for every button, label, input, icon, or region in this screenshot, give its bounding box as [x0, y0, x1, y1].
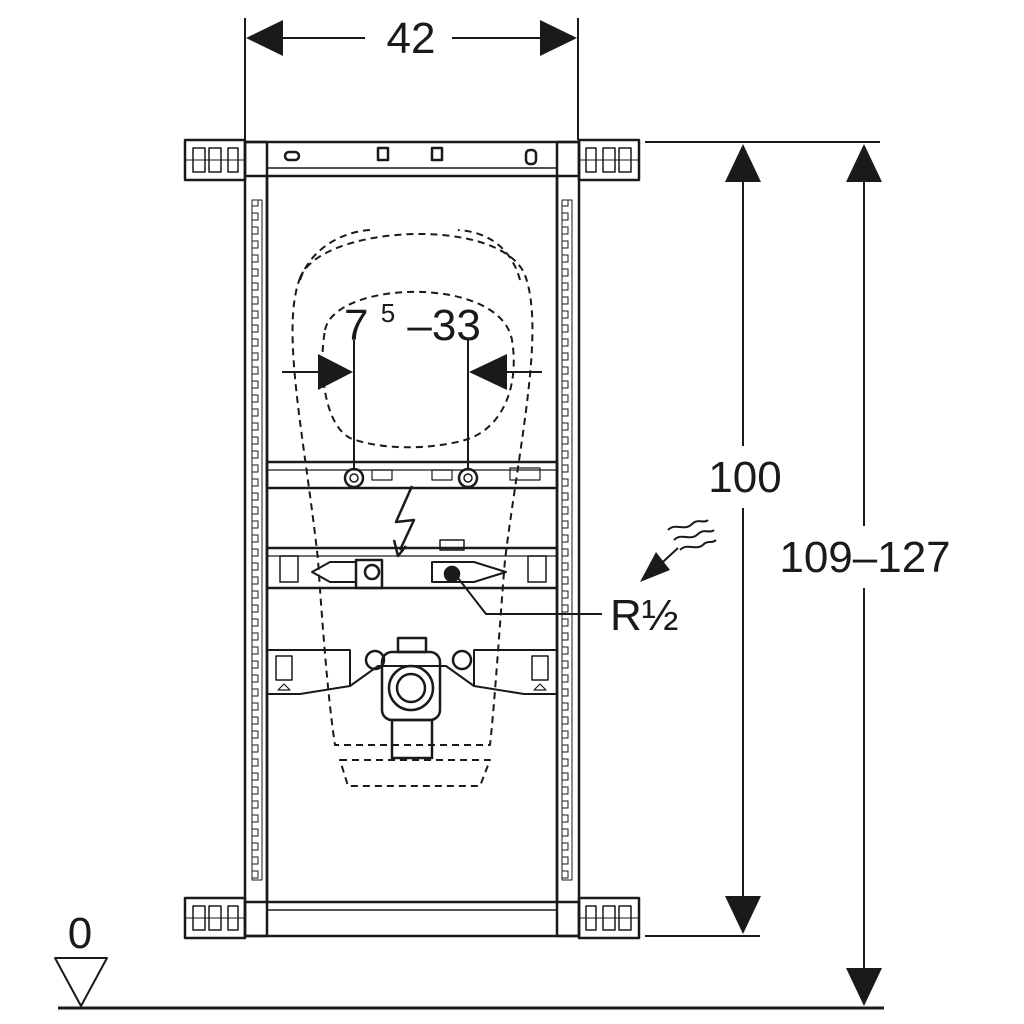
- mounting-feet: [183, 138, 641, 940]
- adjust-base: 7: [344, 301, 368, 350]
- adjust-range: –33: [407, 301, 480, 350]
- adjust-dimension: [282, 340, 542, 470]
- urinal-outline: [291, 229, 534, 787]
- drain-assembly: [267, 636, 557, 760]
- middle-rail: [265, 539, 559, 590]
- upper-rail: [265, 460, 559, 490]
- thread-leader: [457, 577, 602, 615]
- electrical-icon: [392, 485, 416, 558]
- floor-label: 0: [68, 909, 92, 958]
- frame: [243, 140, 581, 938]
- width-label: 42: [387, 14, 436, 63]
- height-label: 100: [708, 453, 781, 502]
- total-height-dimension: [760, 141, 882, 1006]
- width-dimension: [244, 18, 579, 140]
- foot-bottom-left: [183, 896, 247, 940]
- water-inlet-icon: [640, 519, 717, 582]
- height-dimension: [645, 141, 761, 937]
- total-height-label: 109–127: [779, 533, 950, 582]
- foot-top-right: [577, 138, 641, 182]
- adjust-superscript: 5: [381, 298, 395, 328]
- thread-label: R½: [610, 591, 678, 640]
- foot-top-left: [183, 138, 247, 182]
- adjust-label: 7 5 –33: [344, 283, 481, 350]
- foot-bottom-right: [577, 896, 641, 940]
- floor-level: [54, 957, 884, 1010]
